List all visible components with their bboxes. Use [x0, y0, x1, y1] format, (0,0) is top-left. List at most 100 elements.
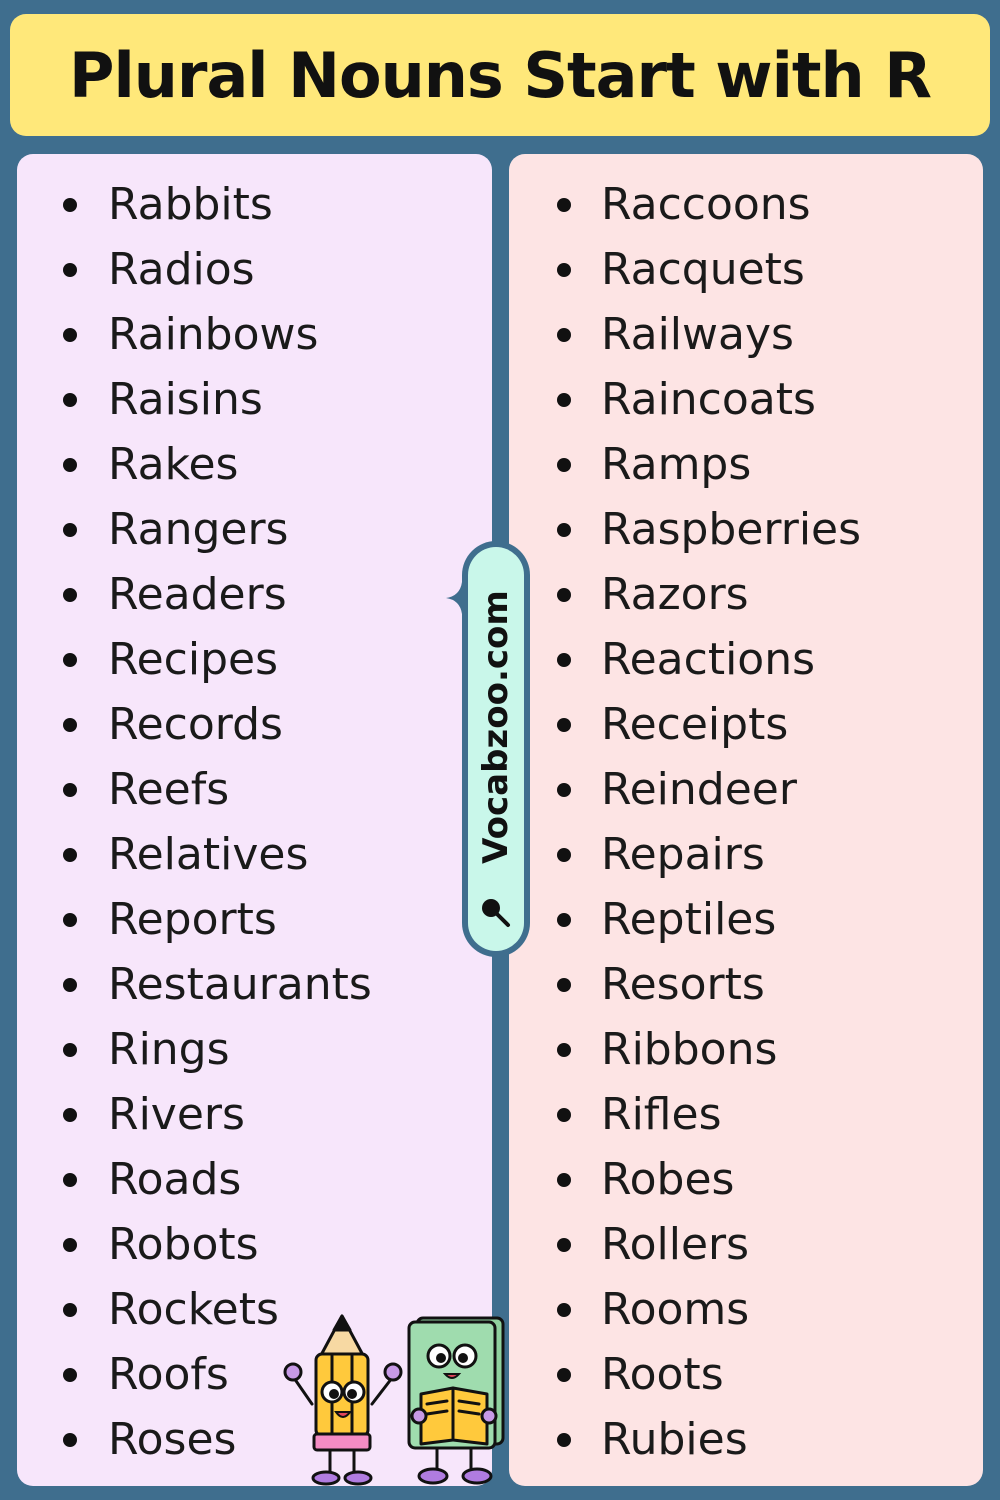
word-label: Reindeer	[601, 764, 797, 815]
bullet-icon	[557, 1302, 571, 1317]
word-label: Rollers	[601, 1219, 750, 1270]
word-label: Records	[108, 699, 283, 750]
bullet-icon	[63, 262, 77, 277]
right-list-item: Receipts	[509, 692, 861, 757]
right-list-item: Raspberries	[509, 497, 861, 562]
right-list-item: Reindeer	[509, 757, 861, 822]
right-list-item: Rooms	[509, 1277, 861, 1342]
word-label: Receipts	[601, 699, 789, 750]
word-label: Ribbons	[601, 1024, 778, 1075]
right-list-item: Reptiles	[509, 887, 861, 952]
left-list-item: Rakes	[17, 432, 372, 497]
right-list-item: Rollers	[509, 1212, 861, 1277]
word-label: Radios	[108, 244, 255, 295]
bullet-icon	[557, 1432, 571, 1447]
bullet-icon	[63, 457, 77, 472]
bullet-icon	[63, 197, 77, 212]
pencil-mascot	[283, 1314, 403, 1486]
bullet-icon	[63, 1042, 77, 1057]
right-list-item: Robes	[509, 1147, 861, 1212]
left-list-item: Reefs	[17, 757, 372, 822]
bullet-icon	[63, 522, 77, 537]
left-list-item: Rings	[17, 1017, 372, 1082]
word-label: Reactions	[601, 634, 816, 685]
word-label: Robots	[108, 1219, 259, 1270]
word-label: Reptiles	[601, 894, 777, 945]
left-list-item: Readers	[17, 562, 372, 627]
magnifier-icon	[482, 899, 510, 927]
watermark-text: Vocabzoo.com	[476, 590, 516, 864]
word-label: Rabbits	[108, 179, 273, 230]
right-list-item: Racquets	[509, 237, 861, 302]
bullet-icon	[63, 977, 77, 992]
word-label: Restaurants	[108, 959, 372, 1010]
left-list-item: Raisins	[17, 367, 372, 432]
left-list-item: Robots	[17, 1212, 372, 1277]
left-list-item: Restaurants	[17, 952, 372, 1017]
word-label: Raisins	[108, 374, 263, 425]
bullet-icon	[63, 392, 77, 407]
word-label: Recipes	[108, 634, 279, 685]
bullet-icon	[557, 262, 571, 277]
left-list-item: Rockets	[17, 1277, 372, 1342]
word-label: Raspberries	[601, 504, 862, 555]
bullet-icon	[63, 587, 77, 602]
word-label: Razors	[601, 569, 749, 620]
word-label: Roses	[108, 1414, 237, 1465]
right-list-item: Ramps	[509, 432, 861, 497]
right-list-item: Railways	[509, 302, 861, 367]
bullet-icon	[63, 652, 77, 667]
left-list-item: Records	[17, 692, 372, 757]
word-label: Rangers	[108, 504, 289, 555]
bullet-icon	[63, 1237, 77, 1252]
left-list-item: Rabbits	[17, 172, 372, 237]
bullet-icon	[557, 522, 571, 537]
bullet-icon	[63, 1302, 77, 1317]
right-list-item: Repairs	[509, 822, 861, 887]
right-list-item: Rubies	[509, 1407, 861, 1472]
word-label: Rakes	[108, 439, 239, 490]
bullet-icon	[63, 1107, 77, 1122]
bullet-icon	[63, 1172, 77, 1187]
right-list-item: Razors	[509, 562, 861, 627]
bullet-icon	[63, 782, 77, 797]
word-label: Racquets	[601, 244, 805, 295]
word-label: Rockets	[108, 1284, 279, 1335]
bullet-icon	[63, 847, 77, 862]
word-label: Rainbows	[108, 309, 319, 360]
bullet-icon	[63, 327, 77, 342]
word-label: Resorts	[601, 959, 765, 1010]
left-list-item: Roses	[17, 1407, 372, 1472]
word-label: Raincoats	[601, 374, 816, 425]
right-list-item: Reactions	[509, 627, 861, 692]
page-title: Plural Nouns Start with R	[69, 38, 932, 112]
left-list-item: Rivers	[17, 1082, 372, 1147]
bullet-icon	[557, 457, 571, 472]
left-list-item: Roofs	[17, 1342, 372, 1407]
left-list-item: Recipes	[17, 627, 372, 692]
word-label: Relatives	[108, 829, 309, 880]
right-list-item: Raccoons	[509, 172, 861, 237]
word-label: Ramps	[601, 439, 752, 490]
word-label: Reports	[108, 894, 277, 945]
left-list-item: Radios	[17, 237, 372, 302]
word-label: Readers	[108, 569, 287, 620]
title-banner: Plural Nouns Start with R	[10, 14, 990, 136]
left-list-item: Rangers	[17, 497, 372, 562]
bullet-icon	[63, 912, 77, 927]
bullet-icon	[63, 1432, 77, 1447]
bullet-icon	[557, 1107, 571, 1122]
word-label: Rooms	[601, 1284, 750, 1335]
bullet-icon	[557, 1172, 571, 1187]
bullet-icon	[557, 782, 571, 797]
left-list-item: Roads	[17, 1147, 372, 1212]
right-list-item: Raincoats	[509, 367, 861, 432]
left-list-item: Relatives	[17, 822, 372, 887]
bullet-icon	[557, 1367, 571, 1382]
book-mascot	[407, 1316, 505, 1485]
bullet-icon	[557, 912, 571, 927]
left-list-item: Rainbows	[17, 302, 372, 367]
